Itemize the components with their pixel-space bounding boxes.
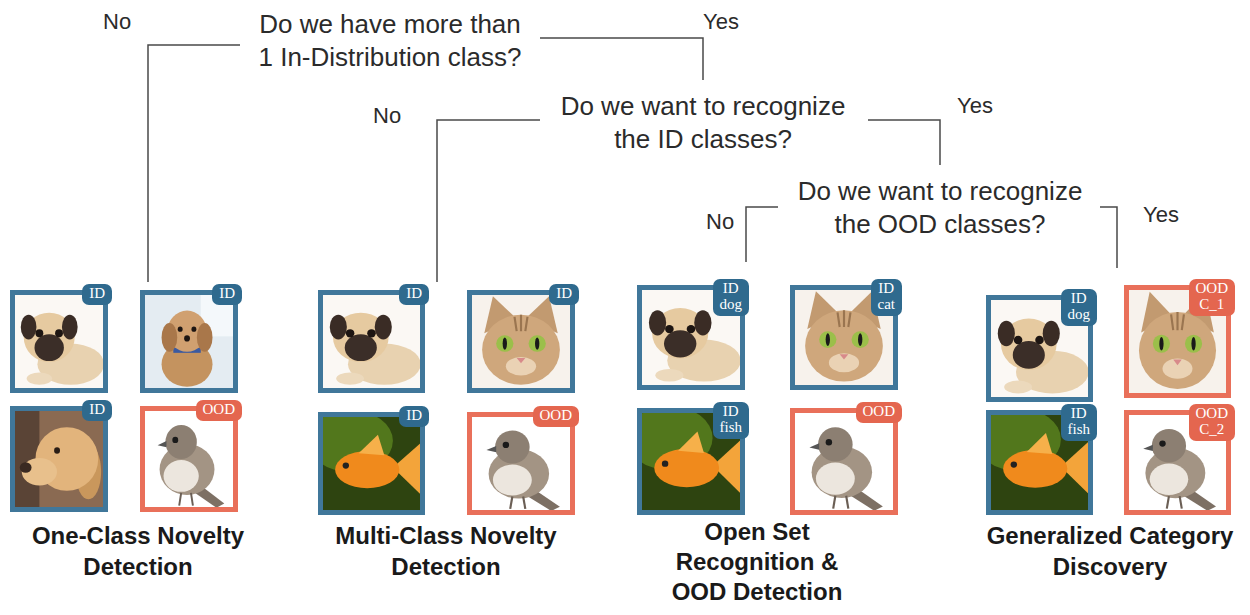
tag-text: ID	[406, 408, 422, 424]
tag-text: OOD	[540, 408, 573, 424]
category-caption: Multi-Class Novelty Detection	[321, 520, 571, 582]
image-tile: ID	[10, 406, 108, 512]
image-tile: ID fish	[986, 410, 1093, 515]
dog-picture	[318, 290, 425, 393]
image-tile: ID dog	[986, 295, 1093, 402]
class-tag: ID fish	[1061, 404, 1098, 441]
bird-picture	[790, 408, 898, 515]
tag-text: ID	[89, 286, 105, 302]
dog-picture	[10, 290, 108, 393]
tag-text: OOD	[863, 404, 896, 420]
decision-question: Do we want to recognize the OOD classes?	[788, 175, 1093, 241]
image-tile: OOD	[467, 412, 575, 515]
dog-picture	[140, 290, 238, 393]
tag-text: ID	[406, 286, 422, 302]
image-tile: OOD	[790, 408, 898, 515]
tag-text: ID fish	[720, 404, 743, 436]
branch-answer: No	[706, 210, 734, 234]
branch-answer: Yes	[1143, 203, 1179, 227]
tag-text: ID cat	[878, 281, 895, 313]
image-tile: ID	[318, 412, 425, 515]
tag-text: OOD C_2	[1196, 406, 1229, 438]
branch-line	[868, 120, 940, 165]
decision-question: Do we want to recognize the ID classes?	[551, 90, 856, 156]
image-tile: ID	[10, 290, 108, 393]
class-tag: ID	[82, 400, 112, 421]
image-tile: OOD C_2	[1124, 410, 1231, 515]
branch-line	[540, 38, 703, 80]
tag-text: ID dog	[720, 281, 743, 313]
tag-text: ID fish	[1068, 406, 1091, 438]
cat-picture	[467, 290, 575, 393]
tag-text: ID	[89, 402, 105, 418]
branch-answer: No	[103, 10, 131, 34]
bird-picture	[467, 412, 575, 515]
class-tag: ID dog	[713, 279, 750, 316]
image-tile: ID	[467, 290, 575, 393]
class-tag: ID	[82, 284, 112, 305]
tag-text: OOD	[203, 402, 236, 418]
class-tag: OOD	[533, 406, 580, 427]
branch-answer: Yes	[703, 10, 739, 34]
image-tile: ID dog	[637, 285, 745, 390]
class-tag: ID cat	[871, 279, 902, 316]
class-tag: ID dog	[1061, 289, 1098, 326]
category-caption: Open Set Recognition & OOD Detection	[660, 517, 855, 607]
image-tile: OOD C_1	[1124, 285, 1231, 398]
class-tag: ID	[399, 284, 429, 305]
branch-line	[1100, 207, 1117, 268]
decision-question: Do we have more than 1 In-Distribution c…	[254, 8, 526, 74]
category-caption: One-Class Novelty Detection	[18, 520, 258, 582]
branch-line	[746, 207, 778, 262]
tile-pictures	[10, 285, 1231, 515]
class-tag: ID fish	[713, 402, 750, 439]
class-tag: OOD C_2	[1189, 404, 1236, 441]
decision-tree-lines	[148, 38, 1117, 282]
category-caption: Generalized Category Discovery	[980, 520, 1240, 582]
branch-answer: No	[373, 104, 401, 128]
tag-text: ID dog	[1068, 291, 1091, 323]
class-tag: ID	[212, 284, 242, 305]
image-tile: ID cat	[790, 285, 898, 390]
branch-line	[148, 45, 240, 282]
class-tag: OOD C_1	[1189, 279, 1236, 316]
class-tag: OOD	[196, 400, 243, 421]
image-tile: ID	[318, 290, 425, 393]
branch-answer: Yes	[957, 94, 993, 118]
dog-picture	[10, 406, 108, 512]
tag-text: ID	[556, 286, 572, 302]
bird-picture	[140, 406, 238, 512]
image-tile: ID	[140, 290, 238, 393]
class-tag: OOD	[856, 402, 903, 423]
tag-text: ID	[219, 286, 235, 302]
class-tag: ID	[399, 406, 429, 427]
tag-text: OOD C_1	[1196, 281, 1229, 313]
branch-line	[437, 120, 540, 282]
image-tile: ID fish	[637, 408, 745, 515]
class-tag: ID	[549, 284, 579, 305]
image-tile: OOD	[140, 406, 238, 512]
